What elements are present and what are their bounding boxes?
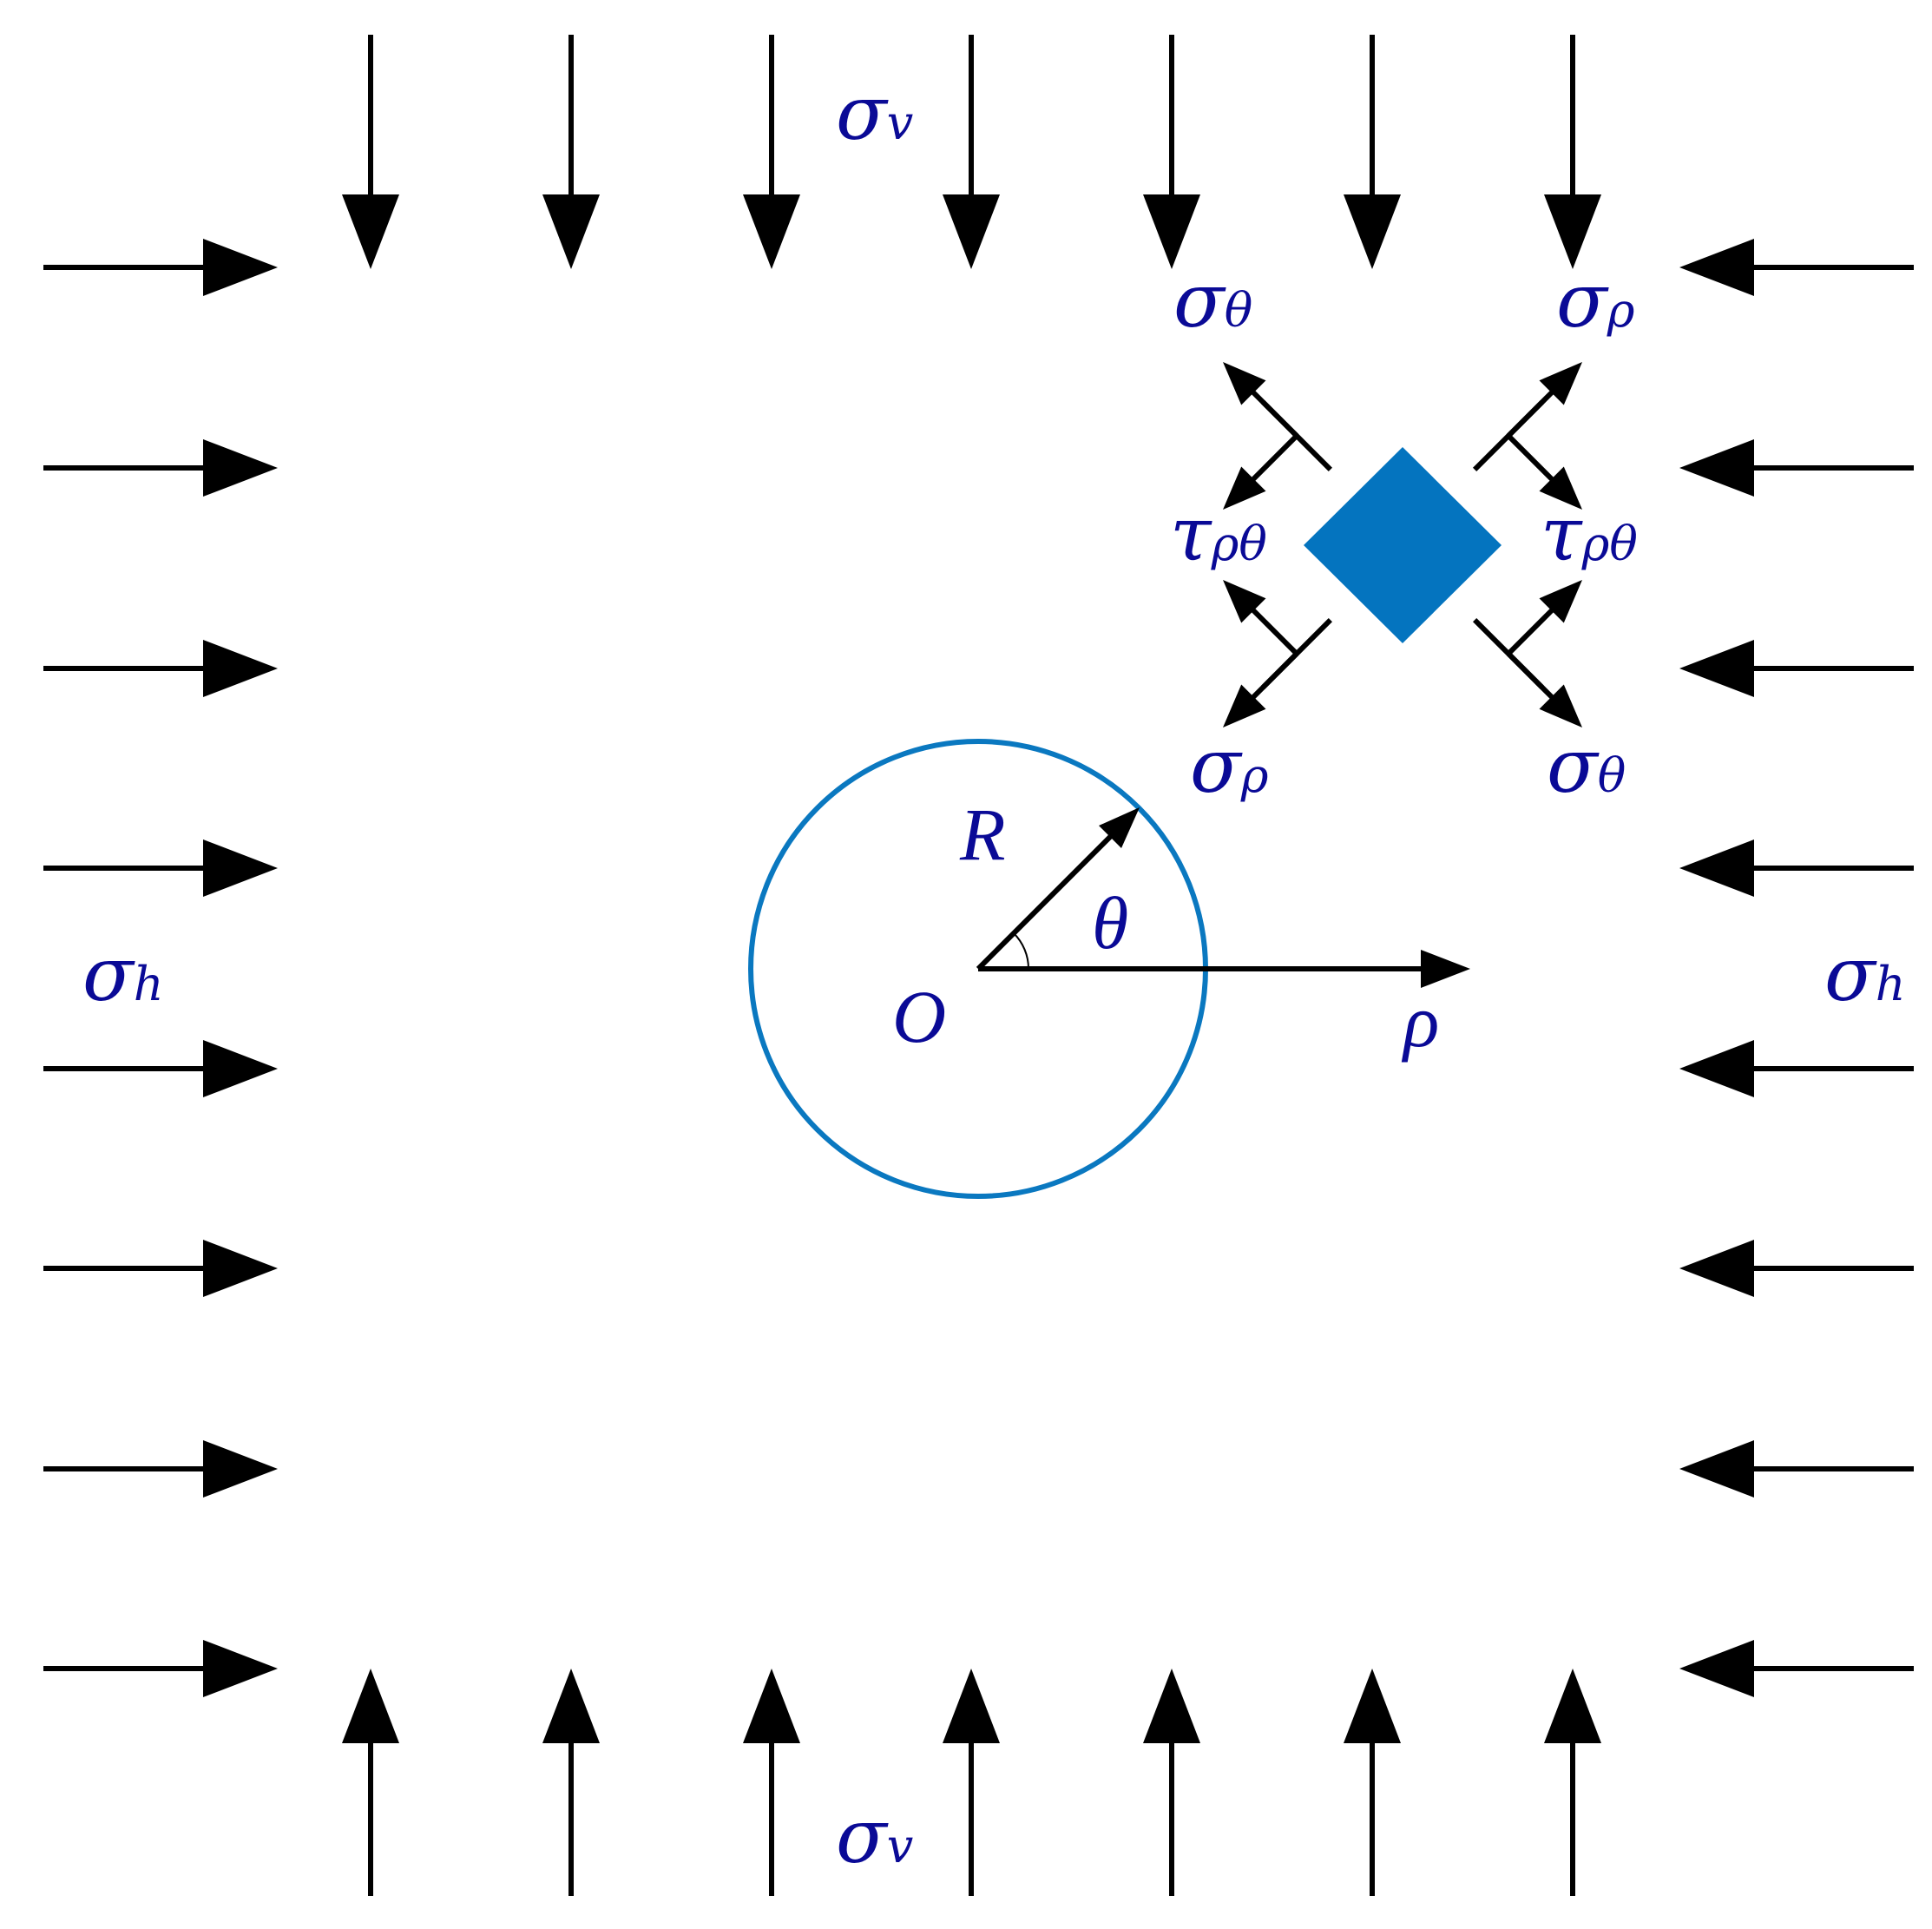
element-cross-top-right-arrow-b-head <box>1539 466 1582 510</box>
element-tau-left-label: τρθ <box>1170 491 1267 578</box>
sigma-h-right-arrow-6-head <box>1679 1240 1754 1297</box>
sigma-h-left-arrow-1-head <box>203 239 278 296</box>
sigma-v-bottom-arrow-2-head <box>542 1669 600 1743</box>
sigma-v-top-arrow-4-head <box>943 194 1000 269</box>
element-sigma-rho-top-label: σρ <box>1556 258 1635 345</box>
element-sigma-theta-top-label: σθ <box>1173 258 1252 345</box>
sigma-h-left-arrow-8-head <box>203 1640 278 1697</box>
sigma-h-left-arrow-7-head <box>203 1440 278 1498</box>
sigma-h-right-arrow-2-head <box>1679 439 1754 497</box>
element-cross-top-right-arrow-b-shaft <box>1506 433 1555 483</box>
sigma-h-right-arrow-7-head <box>1679 1440 1754 1498</box>
radius-line <box>976 829 1118 971</box>
sigma-h-right-arrow-3-head <box>1679 640 1754 697</box>
sigma-v-top-arrow-7-head <box>1544 194 1601 269</box>
sigma-v-bottom-arrow-7-head <box>1544 1669 1601 1743</box>
element-cross-top-left-arrow-a-shaft <box>1250 389 1299 438</box>
element-cross-top-left-arrow-b-head <box>1223 466 1266 510</box>
element-cross-bottom-right-arrow-b-head <box>1539 684 1582 727</box>
element-cross-top-right-arrow-a-head <box>1539 362 1582 405</box>
sigma-h-left-label: σh <box>82 932 164 1018</box>
radius-label: R <box>959 793 1006 876</box>
sigma-h-left-arrow-6-head <box>203 1240 278 1297</box>
element-cross-top-left-arrow-a-head <box>1223 362 1266 405</box>
element-cross-bottom-left-arrow-b-head <box>1223 684 1266 727</box>
rho-axis-arrowhead <box>1421 950 1470 988</box>
element-cross-bottom-left-arrow-b-shaft <box>1250 651 1299 701</box>
element-sigma-theta-bottom-label: σθ <box>1547 723 1626 810</box>
sigma-v-bottom-arrow-5-head <box>1143 1669 1200 1743</box>
sigma-v-top-arrow-2-head <box>542 194 600 269</box>
element-cross-bottom-right-arrow-a-shaft <box>1506 607 1555 656</box>
radius-arrowhead <box>1099 807 1140 848</box>
element-cross-top-right-arrow-a-shaft <box>1506 389 1555 438</box>
sigma-h-left-arrow-4-head <box>203 839 278 897</box>
sigma-h-left-arrow-3-head <box>203 640 278 697</box>
element-cross-bottom-left-arrow-a-shaft <box>1250 607 1299 656</box>
sigma-h-left-arrow-5-head <box>203 1040 278 1097</box>
sigma-h-right-arrow-5-head <box>1679 1040 1754 1097</box>
angle-label: θ <box>1092 881 1128 965</box>
element-cross-bottom-left-arrow-a-head <box>1223 580 1266 623</box>
rho-axis-label: ρ <box>1401 979 1439 1063</box>
sigma-h-left-arrow-2-head <box>203 439 278 497</box>
sigma-v-top-arrow-1-head <box>342 194 399 269</box>
polar-coordinates <box>976 807 1470 988</box>
element-sigma-rho-bottom-label: σρ <box>1190 723 1269 810</box>
sigma-h-right-arrow-1-head <box>1679 239 1754 296</box>
stress-element-arrows <box>1223 362 1582 727</box>
sigma-h-right-label: σh <box>1824 932 1906 1018</box>
sigma-v-bottom-label: σv <box>836 1794 913 1880</box>
element-tau-right-label: τρθ <box>1541 491 1638 578</box>
sigma-v-top-arrow-6-head <box>1344 194 1401 269</box>
origin-label: O <box>892 975 946 1058</box>
sigma-h-right-arrow-8-head <box>1679 1640 1754 1697</box>
element-cross-bottom-right-arrow-b-shaft <box>1506 651 1555 701</box>
stress-element-square <box>1304 447 1502 643</box>
boundary-load-arrows <box>43 35 1914 1896</box>
sigma-v-top-arrow-5-head <box>1143 194 1200 269</box>
sigma-v-bottom-arrow-1-head <box>342 1669 399 1743</box>
element-cross-bottom-right-arrow-a-head <box>1539 580 1582 623</box>
sigma-v-bottom-arrow-3-head <box>743 1669 800 1743</box>
sigma-h-right-arrow-4-head <box>1679 839 1754 897</box>
sigma-v-top-arrow-3-head <box>743 194 800 269</box>
angle-arc <box>1013 932 1029 970</box>
sigma-v-bottom-arrow-6-head <box>1344 1669 1401 1743</box>
sigma-v-top-label: σv <box>836 70 913 157</box>
sigma-v-bottom-arrow-4-head <box>943 1669 1000 1743</box>
element-cross-top-left-arrow-b-shaft <box>1250 433 1299 483</box>
